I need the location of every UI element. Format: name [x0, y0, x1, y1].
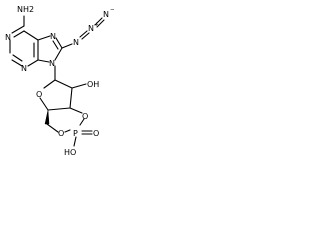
- bond-c2prime-c3prime: [69, 87, 73, 109]
- bond-n9-c4: [37, 59, 50, 63]
- label-p-oxo: O: [93, 129, 99, 138]
- bond-azide-n2-n3-a: [94, 17, 103, 26]
- label-n3: N: [21, 64, 27, 73]
- label-azide-plus: +: [94, 22, 99, 28]
- bond-o4prime-c1prime: [43, 79, 56, 89]
- bond-n3-c4: [27, 59, 39, 67]
- bond-c5prime-o: [46, 123, 59, 133]
- bond-c6-n1-double: [13, 30, 25, 38]
- bond-azide-n2-n3-b: [96, 19, 105, 28]
- bond-o-p-top: [79, 118, 85, 126]
- label-n9: N: [49, 59, 55, 68]
- bond-c5-c6: [23, 30, 39, 41]
- label-p-hydroxyl: HO: [64, 148, 76, 157]
- label-o-bridge-top: O: [82, 112, 88, 121]
- bond-azide-n1-n2-b: [81, 32, 90, 40]
- bond-c5-n7: [37, 35, 51, 41]
- bond-c3prime-c4prime: [47, 107, 71, 111]
- bond-c6-n1: [11, 25, 25, 34]
- label-ring-o: O: [36, 90, 42, 99]
- bond-n7-c8-double: [52, 40, 59, 50]
- label-azide-minus: −: [110, 7, 115, 13]
- bond-o-p-side: [64, 129, 71, 133]
- bond-c8-azide: [61, 43, 73, 49]
- molecule-structure: NH2 N N N N N N + N − O OH O O P O HO: [5, 5, 115, 157]
- bond-c2-n3: [11, 59, 23, 67]
- label-phosphorus: P: [73, 129, 78, 138]
- label-hydroxyl: OH: [87, 80, 99, 89]
- bond-azide-n1-n2-a: [79, 30, 88, 38]
- bond-c8-n9: [54, 47, 63, 61]
- bond-c2-n3-double: [12, 54, 23, 62]
- label-azide-n2: N: [88, 24, 94, 33]
- bond-c2prime-oh: [71, 83, 87, 89]
- bond-c4prime-o4prime: [39, 97, 49, 111]
- label-n7: N: [50, 32, 56, 41]
- label-n1: N: [5, 33, 11, 42]
- bond-c3prime-o: [69, 107, 83, 114]
- label-azide-n1: N: [73, 38, 79, 47]
- label-o-bridge-side: O: [58, 129, 64, 138]
- bond-c1prime-c2prime: [54, 79, 73, 89]
- label-azide-n3: N: [103, 10, 109, 19]
- wedge-c4prime-c5prime: [44, 109, 50, 125]
- label-nh2: NH2: [17, 5, 34, 14]
- bond-n7-c8: [55, 37, 63, 49]
- bond-p-oh: [73, 136, 77, 147]
